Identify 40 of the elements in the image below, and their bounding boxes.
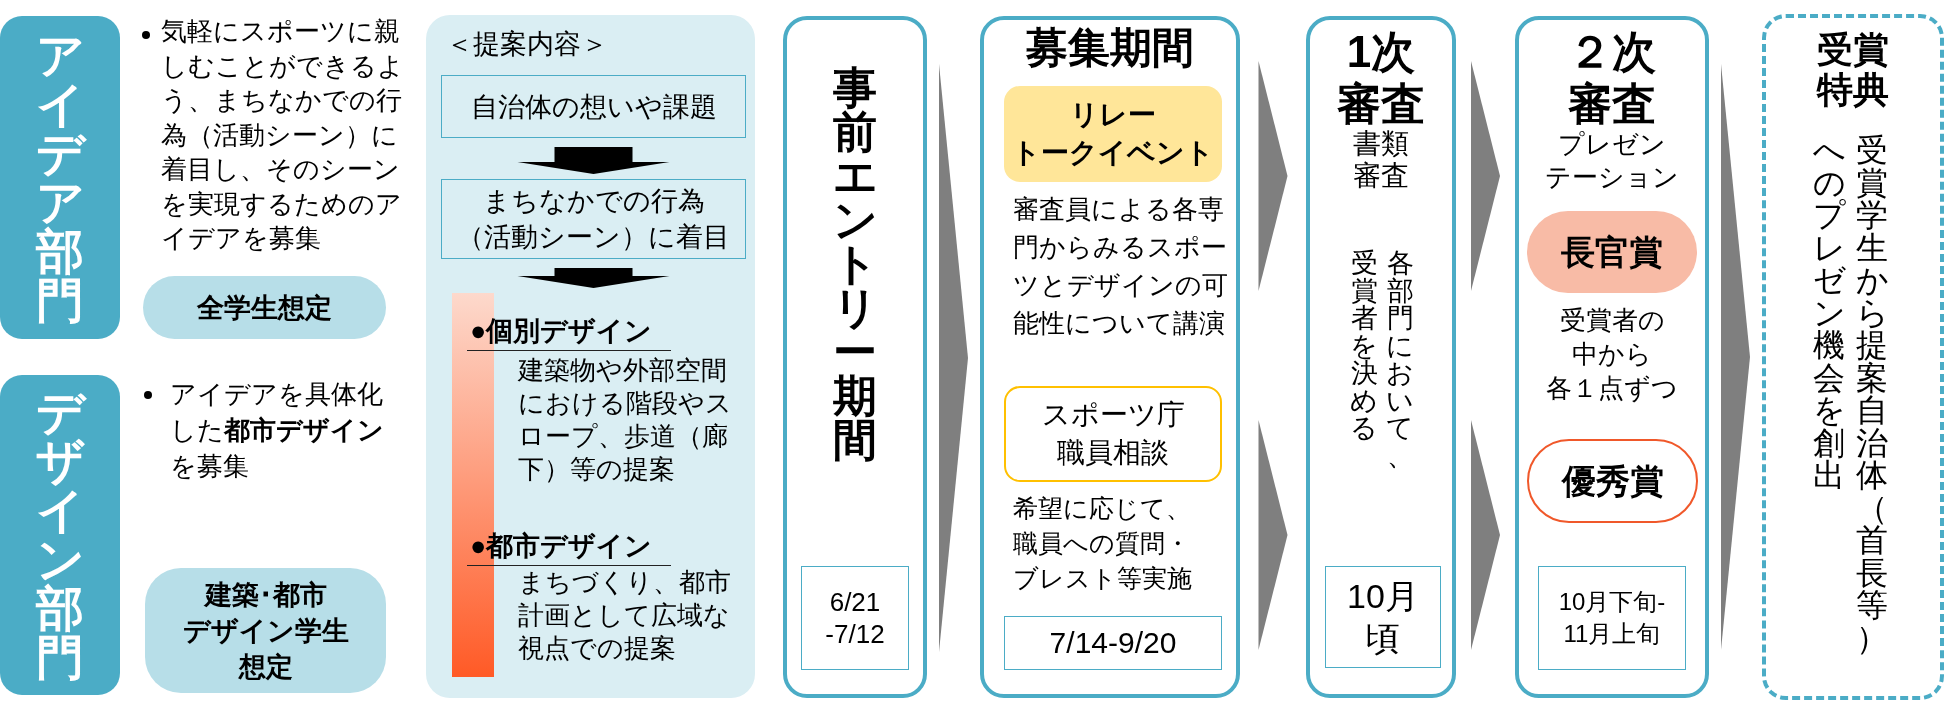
event-box: スポーツ庁職員相談: [1004, 386, 1222, 482]
step-box: まちなかでの行為（活動シーン）に着目: [441, 179, 746, 259]
phase-box: [783, 16, 927, 698]
date-box: 6/21 -7/12: [801, 566, 909, 670]
phase-box: [980, 16, 1240, 698]
department-label: デザイン部門: [0, 375, 120, 695]
department-label: アイデア部門: [0, 16, 120, 339]
event-box: リレートークイベント: [1004, 86, 1222, 182]
phase-subtitle: 書類審査: [1352, 128, 1410, 192]
target-badge: 全学生想定: [143, 276, 386, 339]
step-box: 自治体の想いや課題: [441, 75, 746, 138]
description-text: 気軽にスポーツに親しむことができるよう、まちなかでの行為（活動シーン）に着目し、そのシーンを実現するためのアイデアを募集: [161, 16, 405, 254]
panel-heading: ＜提案内容＞: [446, 28, 609, 61]
phase-title: 募集期間: [1025, 23, 1195, 73]
date-box: 10月下旬-11月上旬: [1538, 566, 1686, 670]
phase-title: 受賞特典: [1815, 30, 1890, 110]
phase-title: 事前エントリー期間: [831, 66, 879, 466]
description-text: アイデアを具体化した都市デザインを募集: [170, 378, 385, 483]
chevron-arrow: [1471, 61, 1500, 291]
phase-subtitle: プレゼンテーション: [1544, 128, 1680, 194]
date-box: 7/14-9/20: [1004, 616, 1222, 670]
description-text: 希望に応じて、職員への質問・ブレスト等実施: [1013, 493, 1193, 594]
phase-title: ２次審査: [1567, 26, 1657, 130]
phase-title: 1次審査: [1336, 26, 1426, 130]
target-badge: 建築･都市デザイン学生想定: [145, 568, 386, 693]
section-heading: ●個別デザイン: [467, 314, 671, 351]
description-text: 審査員による各専門からみるスポーツとデザインの可能性について講演: [1013, 194, 1229, 339]
chevron-arrow: [1471, 420, 1500, 650]
phase-box: [1306, 16, 1456, 698]
award-badge: 優秀賞: [1527, 439, 1698, 523]
phase-description: 受賞者の中から各１点ずつ: [1545, 304, 1679, 405]
phase-box: [1762, 14, 1944, 700]
phase-description: 各部門において、受賞者を決める: [1349, 250, 1415, 473]
description-text: 建築物や外部空間における階段やスロープ、歩道（廊下）等の提案: [518, 354, 733, 486]
proposal-panel: [426, 15, 755, 698]
phase-box: [1515, 16, 1709, 698]
award-badge: 長官賞: [1527, 211, 1697, 293]
phase-description: 受賞学生から提案自治体（首長等）へのプレゼン機会を創出: [1812, 134, 1889, 658]
date-box: 10月頃: [1325, 566, 1441, 668]
description-text: まちづくり、都市計画として広域な視点での提案: [518, 566, 732, 665]
